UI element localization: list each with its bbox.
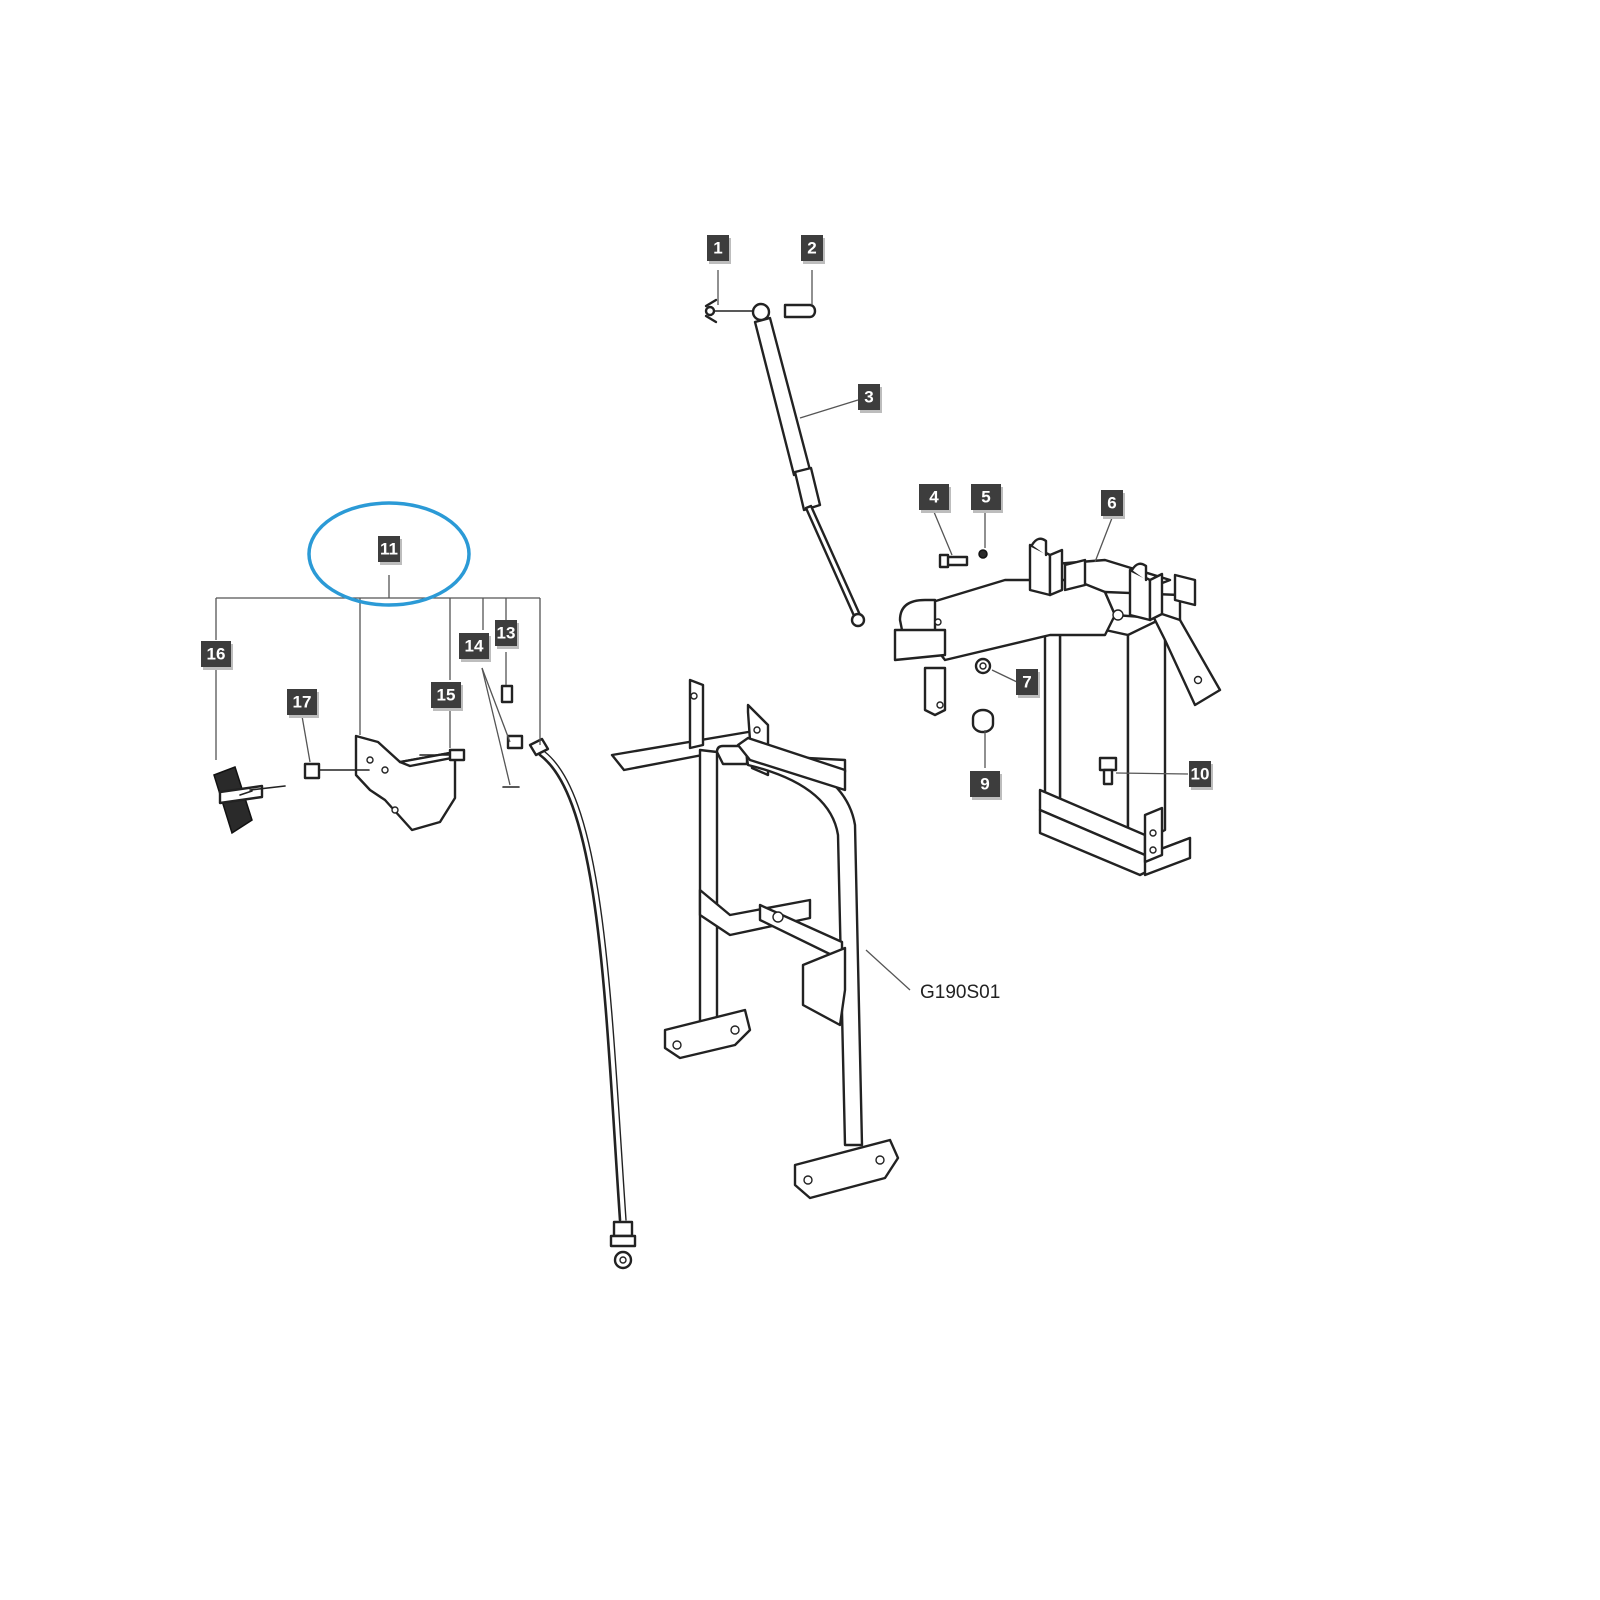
callout-label: 3 bbox=[864, 388, 873, 407]
callout-2[interactable]: 7 bbox=[1016, 669, 1040, 698]
seat-frame-bracket bbox=[893, 537, 1222, 877]
callout-label: 17 bbox=[293, 693, 312, 712]
callout-label: 10 bbox=[1191, 765, 1210, 784]
seat-support-stand bbox=[610, 678, 900, 1200]
callout-15[interactable]: 4 bbox=[919, 484, 951, 513]
callout-1[interactable]: 6 bbox=[1101, 490, 1125, 519]
callout-6[interactable]: 10 bbox=[1189, 761, 1213, 790]
callout-10[interactable]: 14 bbox=[459, 633, 491, 662]
callout-label: 4 bbox=[929, 488, 939, 507]
control-kit bbox=[213, 684, 524, 835]
callout-11[interactable]: 15 bbox=[431, 682, 463, 711]
callout-label: 2 bbox=[807, 239, 816, 258]
figure-code: G190S01 bbox=[920, 982, 1000, 1003]
callout-label: 11 bbox=[380, 540, 398, 559]
callout-label: 14 bbox=[465, 637, 484, 656]
callout-label: 6 bbox=[1107, 494, 1116, 513]
callout-17[interactable]: 5 bbox=[971, 484, 1003, 513]
callout-label: 16 bbox=[207, 645, 226, 664]
callout-3[interactable]: 3 bbox=[858, 384, 882, 413]
highlight-ring bbox=[307, 501, 471, 607]
callout-label: 1 bbox=[713, 239, 722, 258]
gas-strut-assembly bbox=[704, 298, 866, 628]
callout-16[interactable]: 9 bbox=[970, 771, 1002, 800]
callout-5[interactable]: 1 bbox=[707, 235, 731, 264]
callout-label: 9 bbox=[980, 775, 989, 794]
frame-hardware bbox=[938, 549, 1118, 786]
callout-14[interactable]: 17 bbox=[287, 689, 319, 718]
callout-7[interactable]: 11 bbox=[378, 536, 402, 565]
callout-label: 13 bbox=[497, 624, 516, 643]
control-cable bbox=[528, 737, 637, 1270]
callout-9[interactable]: 13 bbox=[495, 620, 519, 649]
callout-label: 7 bbox=[1022, 673, 1031, 692]
callout-13[interactable]: 16 bbox=[201, 641, 233, 670]
callout-label: 15 bbox=[437, 686, 456, 705]
callout-label: 5 bbox=[981, 488, 990, 507]
callout-4[interactable]: 2 bbox=[801, 235, 825, 264]
leader-lines bbox=[215, 270, 1189, 991]
